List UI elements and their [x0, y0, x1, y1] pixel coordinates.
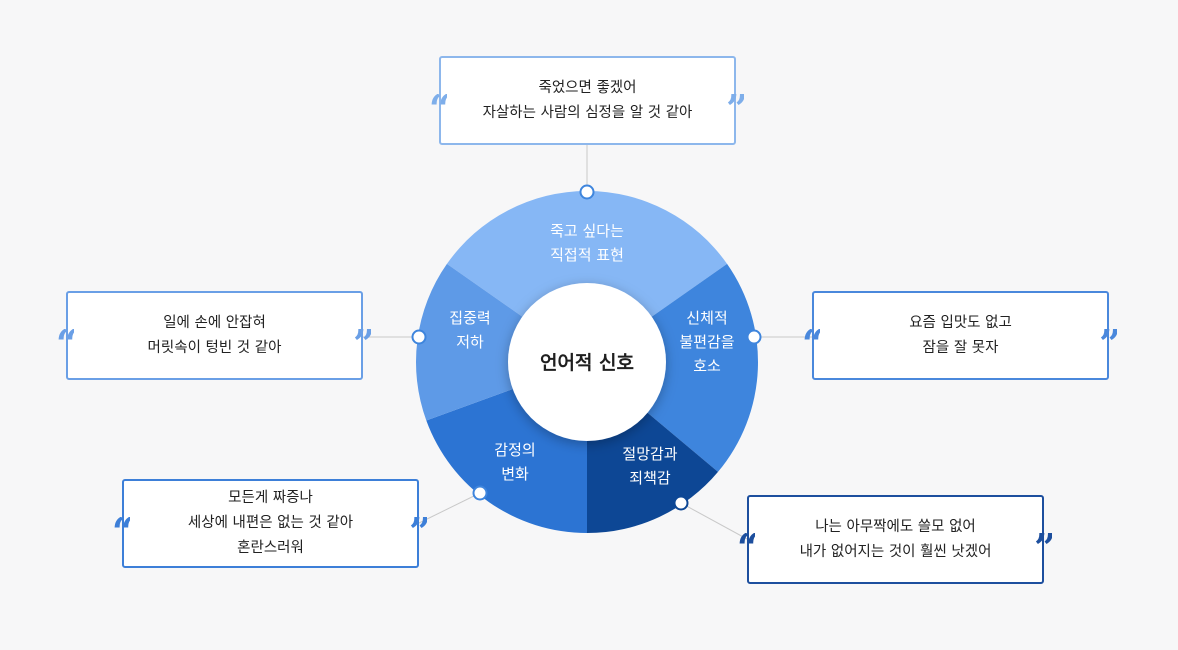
- segment-label-line: 호소: [693, 357, 721, 375]
- center-label: 언어적 신호: [540, 352, 634, 374]
- ring-chart: [416, 190, 758, 534]
- connector-dot: [472, 485, 488, 501]
- quote-text-line: 세상에 내편은 없는 것 같아: [187, 515, 354, 531]
- quote-text-line: 일에 손에 안잡혀: [163, 314, 266, 331]
- quote-box-right: “ 요즘 입맛도 없고 잠을 잘 못자 ”: [802, 291, 1117, 380]
- center-circle: [508, 283, 666, 441]
- close-quote-icon: ”: [1099, 329, 1117, 351]
- connector-line: [418, 492, 481, 524]
- segment-label-line: 직접적 표현: [550, 246, 624, 264]
- quote-box-bottom-right: “ 나는 아무짝에도 쓸모 없어 내가 없어지는 것이 훨씬 낫겠어 ”: [737, 495, 1052, 584]
- segment-label-line: 감정의: [494, 441, 535, 459]
- segment-label-line: 신체적: [686, 309, 727, 327]
- connector-dot: [673, 495, 689, 511]
- quote-text-line: 모든게 짜증나: [228, 490, 313, 506]
- quote-box-bottom-left: “ 모든게 짜증나 세상에 내편은 없는 것 같아 혼란스러워 ”: [112, 479, 427, 568]
- connector-line: [680, 502, 748, 540]
- segment-label-line: 저하: [456, 333, 484, 351]
- segment-label-line: 절망감과: [622, 445, 677, 463]
- open-quote-icon: “: [737, 533, 755, 555]
- quote-box-left: “ 일에 손에 안잡혀 머릿속이 텅빈 것 같아 ”: [56, 291, 371, 380]
- ring-segment-s5: [416, 263, 537, 421]
- connector-dot: [579, 184, 595, 200]
- segment-label-line: 죄책감: [629, 469, 671, 487]
- quote-text-line: 나는 아무짝에도 쓸모 없어: [815, 518, 976, 535]
- connector-dot: [746, 329, 762, 345]
- connector-dots: [411, 184, 762, 511]
- quote-text-line: 자살하는 사람의 심정을 알 것 같아: [482, 104, 693, 121]
- close-quote-icon: ”: [409, 517, 427, 539]
- connector-lines: [363, 145, 812, 540]
- open-quote-icon: “: [429, 94, 447, 116]
- quote-text-line: 잠을 잘 못자: [922, 339, 999, 356]
- close-quote-icon: ”: [1034, 533, 1052, 555]
- open-quote-icon: “: [802, 329, 820, 351]
- segment-label-line: 죽고 싶다는: [550, 222, 624, 240]
- open-quote-icon: “: [112, 517, 130, 539]
- segment-label-line: 변화: [501, 465, 529, 483]
- quote-text-line: 요즘 입맛도 없고: [909, 314, 1012, 331]
- ring-segment-s1: [446, 190, 728, 327]
- quote-box-top: “ 죽었으면 좋겠어 자살하는 사람의 심정을 알 것 같아 ”: [429, 56, 744, 145]
- close-quote-icon: ”: [726, 94, 744, 116]
- quote-text-line: 내가 없어지는 것이 훨씬 낫겠어: [799, 543, 992, 560]
- open-quote-icon: “: [56, 329, 74, 351]
- quote-text-line: 죽었으면 좋겠어: [538, 79, 637, 96]
- close-quote-icon: ”: [353, 329, 371, 351]
- quote-text-line: 머릿속이 텅빈 것 같아: [147, 339, 282, 356]
- quote-text-line: 혼란스러워: [237, 540, 304, 556]
- segment-label-line: 불편감을: [679, 333, 734, 351]
- ring-segment-s2: [634, 263, 758, 472]
- connector-dot: [411, 329, 427, 345]
- segment-label-line: 집중력: [449, 309, 490, 327]
